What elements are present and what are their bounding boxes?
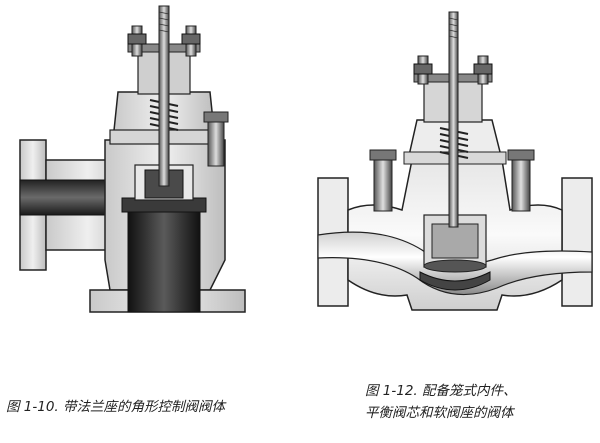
figure-caption: 图 1-10. 带法兰座的角形控制阀阀体 — [6, 396, 225, 418]
globe-valve-illustration — [312, 10, 598, 330]
caption-line: 图 1-10. 带法兰座的角形控制阀阀体 — [6, 399, 226, 415]
figure-caption: 图 1-12. 配备笼式内件、 平衡阀芯和软阀座的阀体 — [365, 380, 517, 424]
angle-valve-illustration — [10, 0, 280, 330]
caption-line: 图 1-12. 配备笼式内件、 — [365, 383, 517, 399]
caption-line: 平衡阀芯和软阀座的阀体 — [365, 405, 514, 421]
